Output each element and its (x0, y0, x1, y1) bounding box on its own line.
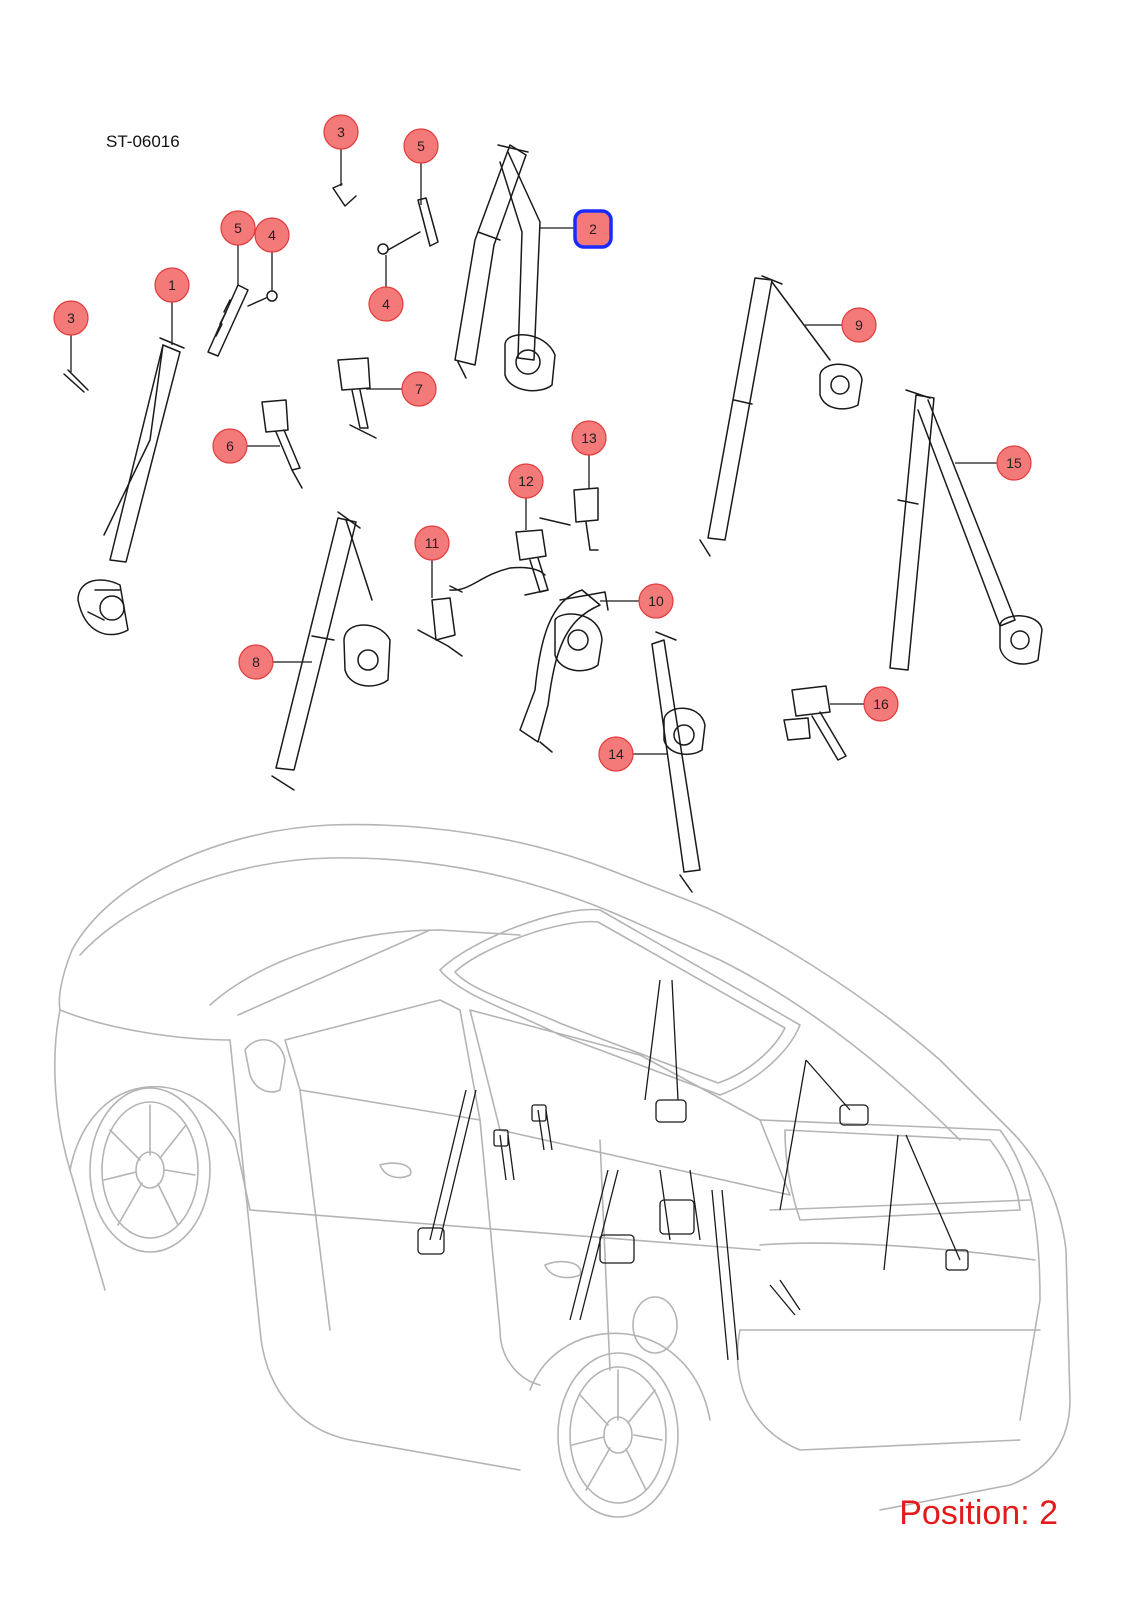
callout-16-label: 16 (873, 696, 889, 712)
callout-9[interactable]: 9 (841, 307, 877, 343)
callouts: 1 2 3 3 4 4 5 5 (53, 114, 1032, 772)
callout-9-label: 9 (855, 317, 863, 333)
ref-code: ST-06016 (106, 132, 180, 151)
part-2-belt-assembly (454, 144, 556, 392)
callout-14-label: 14 (608, 746, 624, 762)
callout-8-label: 8 (252, 654, 260, 670)
callout-14[interactable]: 14 (598, 736, 634, 772)
part-9-belt (699, 275, 863, 557)
callout-5b[interactable]: 5 (403, 128, 439, 164)
callout-6-label: 6 (226, 438, 234, 454)
callout-4b[interactable]: 4 (368, 286, 404, 322)
callout-7[interactable]: 7 (401, 371, 437, 407)
callout-15-label: 15 (1006, 455, 1022, 471)
callout-7-label: 7 (415, 381, 423, 397)
part-3a-bracket (63, 369, 89, 393)
callout-3b[interactable]: 3 (323, 114, 359, 150)
callout-8[interactable]: 8 (238, 644, 274, 680)
callout-1-label: 1 (168, 277, 176, 293)
leader-lines (70, 148, 997, 755)
installed-belts (417, 979, 969, 1361)
callout-11-label: 11 (425, 535, 440, 551)
callout-13[interactable]: 13 (571, 420, 607, 456)
exploded-parts (63, 144, 1043, 893)
part-1-front-belt (77, 337, 185, 636)
vehicle-outline (54, 823, 1071, 1518)
callout-2-label: 2 (589, 221, 597, 237)
part-11-buckle (417, 566, 546, 657)
callout-4a[interactable]: 4 (254, 217, 290, 253)
callout-5b-label: 5 (417, 138, 425, 154)
part-16-buckle (783, 685, 847, 761)
position-label: Position: 2 (899, 1494, 1058, 1532)
part-12-buckle (515, 529, 549, 596)
callout-16[interactable]: 16 (863, 686, 899, 722)
part-10-centre-belt (519, 589, 609, 753)
part-13-buckle (539, 487, 599, 551)
callout-15[interactable]: 15 (996, 445, 1032, 481)
callout-3a-label: 3 (67, 310, 75, 326)
callout-4a-label: 4 (268, 227, 276, 243)
part-5b-guide (387, 197, 439, 251)
part-15-belt (889, 389, 1043, 671)
part-7-buckle (337, 357, 377, 439)
callout-5a-label: 5 (234, 220, 242, 236)
callout-1[interactable]: 1 (154, 267, 190, 303)
part-6-buckle (261, 399, 303, 489)
part-5a-height-adjuster (207, 284, 249, 357)
callout-2[interactable]: 2 (573, 209, 613, 249)
part-4b-nut (377, 243, 389, 255)
callout-12-label: 12 (518, 473, 534, 489)
callout-4b-label: 4 (382, 296, 390, 312)
callout-6[interactable]: 6 (212, 428, 248, 464)
callout-13-label: 13 (581, 430, 597, 446)
callout-10[interactable]: 10 (638, 583, 674, 619)
callout-3b-label: 3 (337, 124, 345, 140)
part-8-belt (271, 511, 391, 791)
part-3b-bracket (332, 183, 357, 207)
callout-5a[interactable]: 5 (220, 210, 256, 246)
part-14-belt (651, 631, 706, 893)
part-4a-bolt (247, 290, 278, 307)
callout-3a[interactable]: 3 (53, 300, 89, 336)
callout-12[interactable]: 12 (508, 463, 544, 499)
callout-11[interactable]: 11 (414, 525, 450, 561)
callout-10-label: 10 (648, 593, 664, 609)
